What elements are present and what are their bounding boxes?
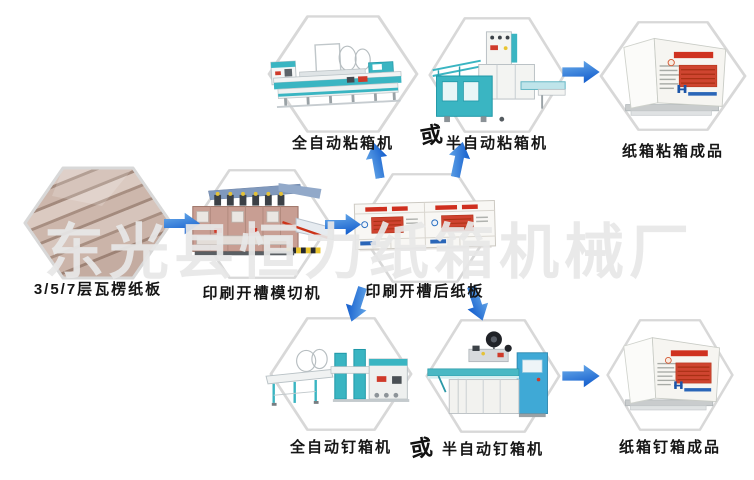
semi-stitcher-machine-image <box>427 331 548 418</box>
node-semi-gluer: 半自动粘箱机 <box>427 16 567 166</box>
node-auto-stitcher: 全自动钉箱机 <box>265 316 414 468</box>
flow-arrow-right-icon <box>164 212 200 235</box>
stitched-carton-image <box>623 337 721 411</box>
label-auto-gluer: 全自动粘箱机 <box>291 135 394 152</box>
flow-arrow-right-icon <box>562 60 600 84</box>
node-cardboard: 3/5/7层瓦楞纸板 <box>22 166 174 316</box>
flow-arrow-up-left-icon <box>365 142 388 180</box>
node-stitched-product: 纸箱钉箱成品 <box>605 318 735 468</box>
flow-arrow-down-right-icon <box>467 284 489 321</box>
node-glued-product: 纸箱粘箱成品 <box>598 20 748 170</box>
label-semi-stitcher: 半自动钉箱机 <box>441 441 544 458</box>
label-stitched-product: 纸箱钉箱成品 <box>618 439 721 456</box>
auto-stitcher-machine-image <box>265 348 410 406</box>
flow-arrow-up-right-icon <box>448 141 471 179</box>
label-cardboard: 3/5/7层瓦楞纸板 <box>33 281 163 298</box>
flow-arrow-right-icon <box>562 364 600 388</box>
flow-arrow-right-icon <box>325 213 361 236</box>
slotted-board-image <box>353 200 497 252</box>
node-die-cutter: 印刷开槽模切机 <box>191 168 334 318</box>
flow-arrow-down-left-icon <box>345 285 367 322</box>
auto-gluer-machine-image <box>270 42 402 109</box>
label-slotted-board: 印刷开槽后纸板 <box>365 283 485 300</box>
label-semi-gluer: 半自动粘箱机 <box>445 135 548 152</box>
semi-gluer-machine-image <box>432 31 566 123</box>
label-glued-product: 纸箱粘箱成品 <box>621 143 724 160</box>
die-cutter-machine-image <box>192 183 334 256</box>
node-slotted-board: 印刷开槽后纸板 <box>353 172 497 317</box>
label-auto-stitcher: 全自动钉箱机 <box>289 439 392 456</box>
label-die-cutter: 印刷开槽模切机 <box>202 285 322 302</box>
corrugated-cardboard-image <box>23 166 173 280</box>
glued-carton-image <box>623 37 727 116</box>
node-auto-gluer: 全自动粘箱机 <box>266 14 420 164</box>
node-semi-stitcher: 半自动钉箱机 <box>424 318 562 470</box>
